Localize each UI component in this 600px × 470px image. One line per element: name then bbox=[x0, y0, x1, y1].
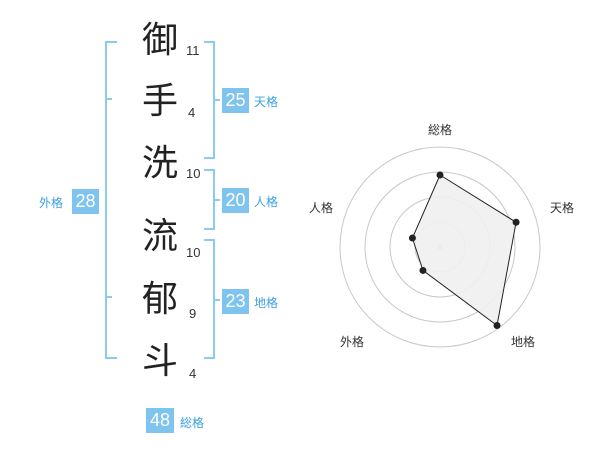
name-char-3: 洗 bbox=[141, 143, 178, 184]
radar-point-1 bbox=[436, 171, 444, 179]
name-char-2: 手 bbox=[141, 81, 178, 122]
radar-point-4 bbox=[419, 266, 427, 274]
radar-axis-label-soukaku: 総格 bbox=[428, 123, 453, 137]
stroke-count-3: 10 bbox=[186, 166, 201, 181]
tenkaku-bracket bbox=[204, 41, 220, 159]
radar-grid-ring bbox=[339, 146, 541, 348]
name-char-4: 流 bbox=[141, 216, 178, 257]
soukaku-value: 48 bbox=[146, 408, 174, 433]
stroke-count-5: 9 bbox=[189, 306, 197, 321]
jinkaku-label: 人格 bbox=[254, 195, 279, 209]
stroke-count-6: 4 bbox=[189, 366, 197, 381]
radar-axis-label-jinkaku: 人格 bbox=[309, 201, 334, 215]
radar-axis-label-chikaku: 地格 bbox=[511, 335, 536, 349]
name-char-6: 斗 bbox=[141, 341, 178, 382]
chikaku-value: 23 bbox=[222, 289, 249, 314]
gaikaku-bracket bbox=[105, 41, 117, 359]
radar-point-3 bbox=[493, 321, 501, 329]
radar-point-2 bbox=[512, 218, 520, 226]
name-char-1: 御 bbox=[141, 20, 178, 61]
radar-value-polygon bbox=[411, 174, 517, 327]
radar-point-5 bbox=[408, 234, 416, 242]
chikaku-bracket bbox=[204, 239, 220, 359]
stroke-count-1: 11 bbox=[186, 43, 200, 58]
tenkaku-label: 天格 bbox=[254, 95, 279, 109]
radar-axis-label-gaikaku: 外格 bbox=[340, 335, 365, 349]
chikaku-label: 地格 bbox=[254, 296, 279, 310]
gaikaku-value: 28 bbox=[72, 189, 99, 214]
tenkaku-value: 25 bbox=[222, 88, 249, 113]
jinkaku-bracket bbox=[204, 169, 220, 230]
gaikaku-label: 外格 bbox=[39, 196, 64, 210]
jinkaku-value: 20 bbox=[222, 188, 249, 213]
stroke-count-2: 4 bbox=[188, 105, 196, 120]
radar-axis-label-tenkaku: 天格 bbox=[550, 201, 575, 215]
name-char-5: 郁 bbox=[141, 279, 178, 320]
stroke-count-4: 10 bbox=[186, 245, 201, 260]
soukaku-label: 総格 bbox=[180, 416, 205, 430]
